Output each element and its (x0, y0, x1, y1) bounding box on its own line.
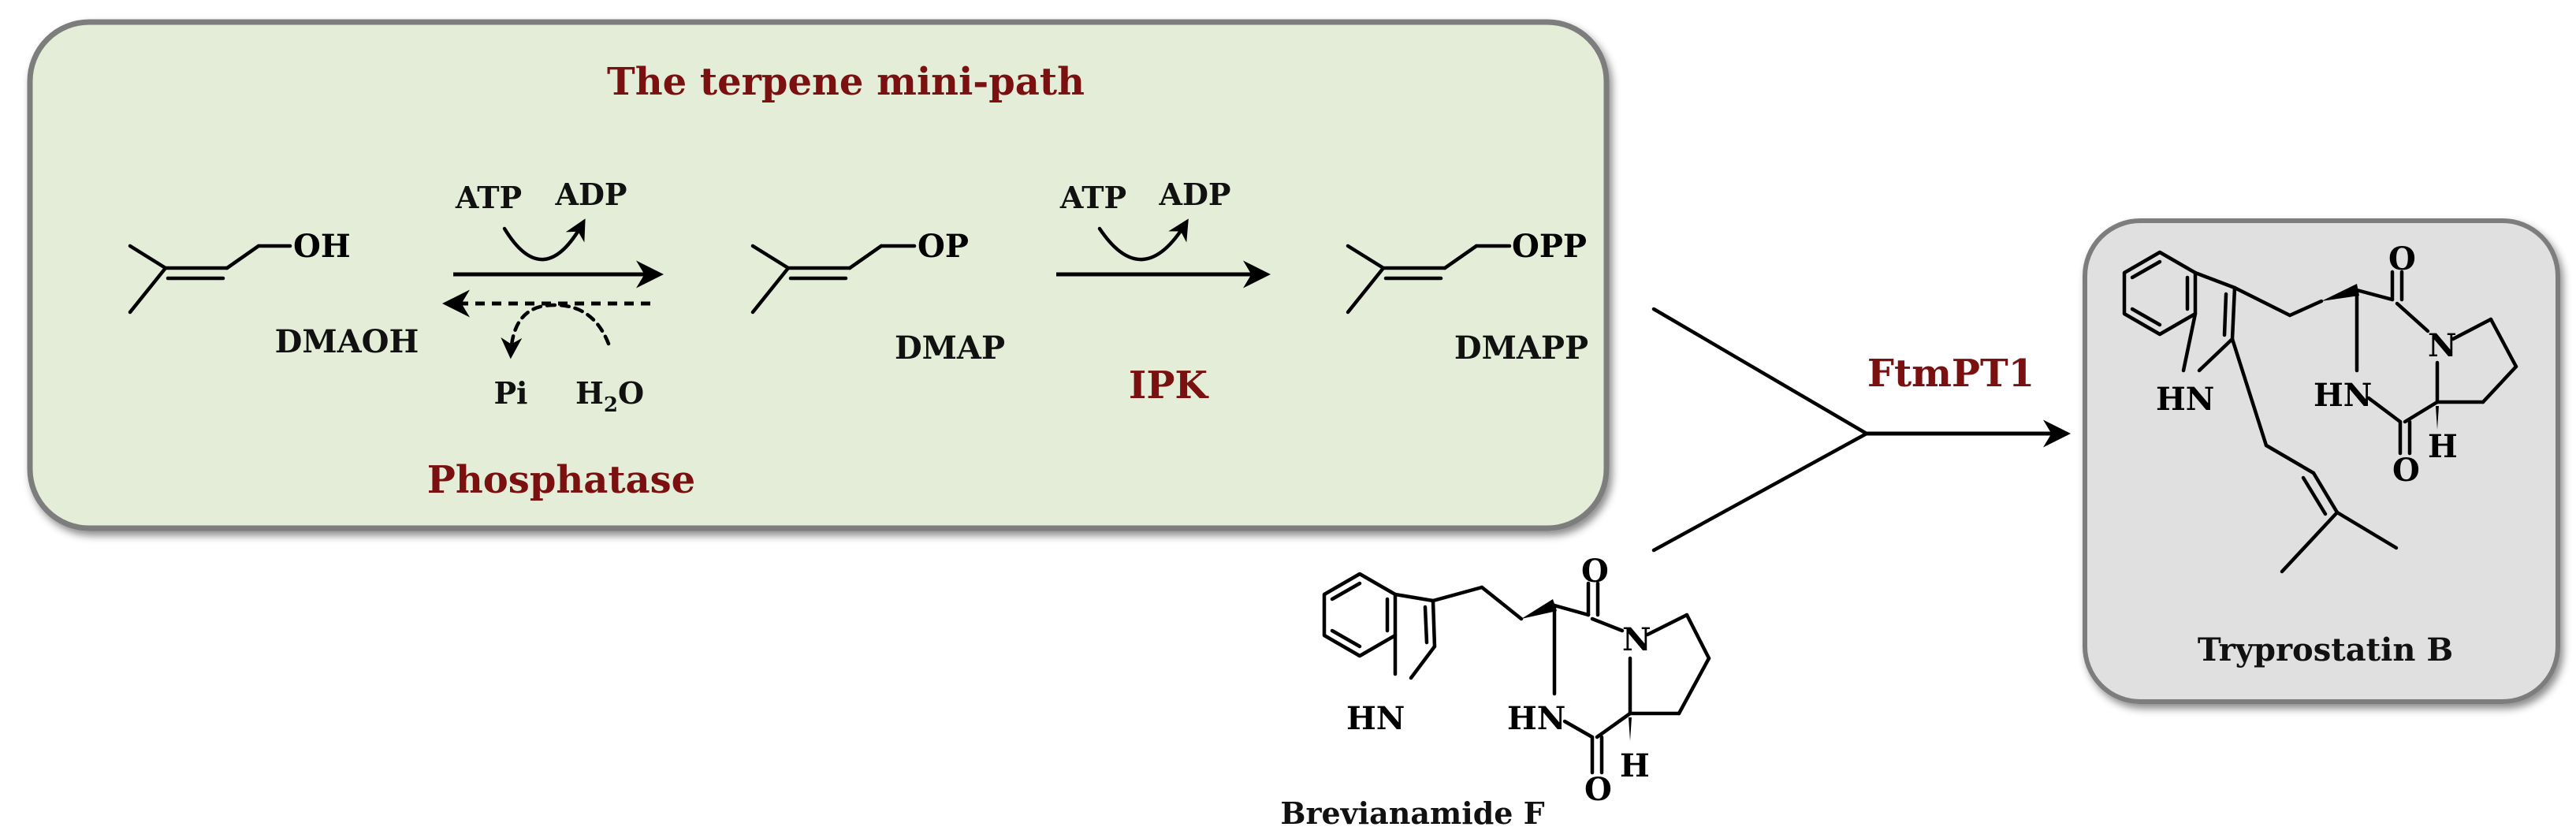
green-panel-background (27, 19, 1610, 531)
grey-panel-background (2083, 218, 2560, 704)
adp-label-1: ADP (554, 177, 627, 212)
dmap-phosphate: OP (918, 228, 969, 265)
tryprostatin-panel: HN O N HN O (2083, 218, 2560, 704)
dmaoh-hydroxyl: OH (293, 228, 351, 265)
phosphatase-label: Phosphatase (427, 458, 695, 502)
atp-label-1: ATP (455, 180, 522, 215)
water-subscript: 2 (604, 393, 618, 417)
dmapp-diphosphate: OPP (1512, 228, 1587, 265)
tryprostatin-n-ring: N (2428, 327, 2457, 364)
ftmpt1-reaction-arrow: FtmPT1 (1651, 307, 2071, 553)
brevianamide-hn-amide: HN (1507, 700, 1565, 737)
brevianamide-f-structure: HN O N HN O H (1322, 553, 1711, 808)
dmapp-label: DMAPP (1454, 330, 1588, 367)
pathway-title: The terpene mini-path (607, 60, 1085, 104)
atp-label-2: ATP (1059, 180, 1126, 215)
tryprostatin-b-label: Tryprostatin B (2198, 631, 2453, 669)
adp-label-2: ADP (1158, 177, 1230, 212)
tryprostatin-hn-amide: HN (2314, 377, 2372, 414)
water-h: H (575, 375, 604, 411)
pi-label: Pi (493, 375, 527, 411)
brevianamide-h-stereo: H (1620, 747, 1650, 784)
tryprostatin-o-bottom: O (2392, 452, 2420, 489)
ipk-label: IPK (1129, 363, 1210, 408)
ipk-arrow: ATP ADP IPK (1056, 177, 1271, 408)
dmapp-structure: OPP (1346, 228, 1587, 315)
water-label: H2O (575, 375, 644, 417)
terpene-pathway-panel: The terpene mini-path OH DMAOH ATP ADP P… (27, 19, 1610, 531)
tryprostatin-b-structure: HN O N HN O (2122, 240, 2518, 574)
dmap-label: DMAP (895, 330, 1005, 367)
brevianamide-o-top: O (1581, 553, 1609, 590)
kinase-forward-arrow: ATP ADP (453, 177, 664, 289)
tryprostatin-h-stereo: H (2428, 428, 2458, 465)
ftmpt1-label: FtmPT1 (1867, 352, 2034, 396)
dmaoh-label: DMAOH (275, 323, 419, 360)
brevianamide-n-ring: N (1622, 621, 1651, 658)
tryprostatin-o-top: O (2388, 240, 2416, 277)
brevianamide-o-bottom: O (1584, 771, 1612, 808)
phosphatase-reverse-arrow: Pi H2O Phosphatase (427, 289, 695, 502)
dmap-structure: OP (750, 228, 969, 315)
dmaoh-structure: OH (128, 228, 351, 315)
tryprostatin-hn-indole: HN (2156, 381, 2214, 418)
brevianamide-hn-indole: HN (1346, 700, 1405, 737)
brevianamide-f-label: Brevianamide F (1280, 795, 1544, 831)
water-o: O (618, 375, 644, 411)
